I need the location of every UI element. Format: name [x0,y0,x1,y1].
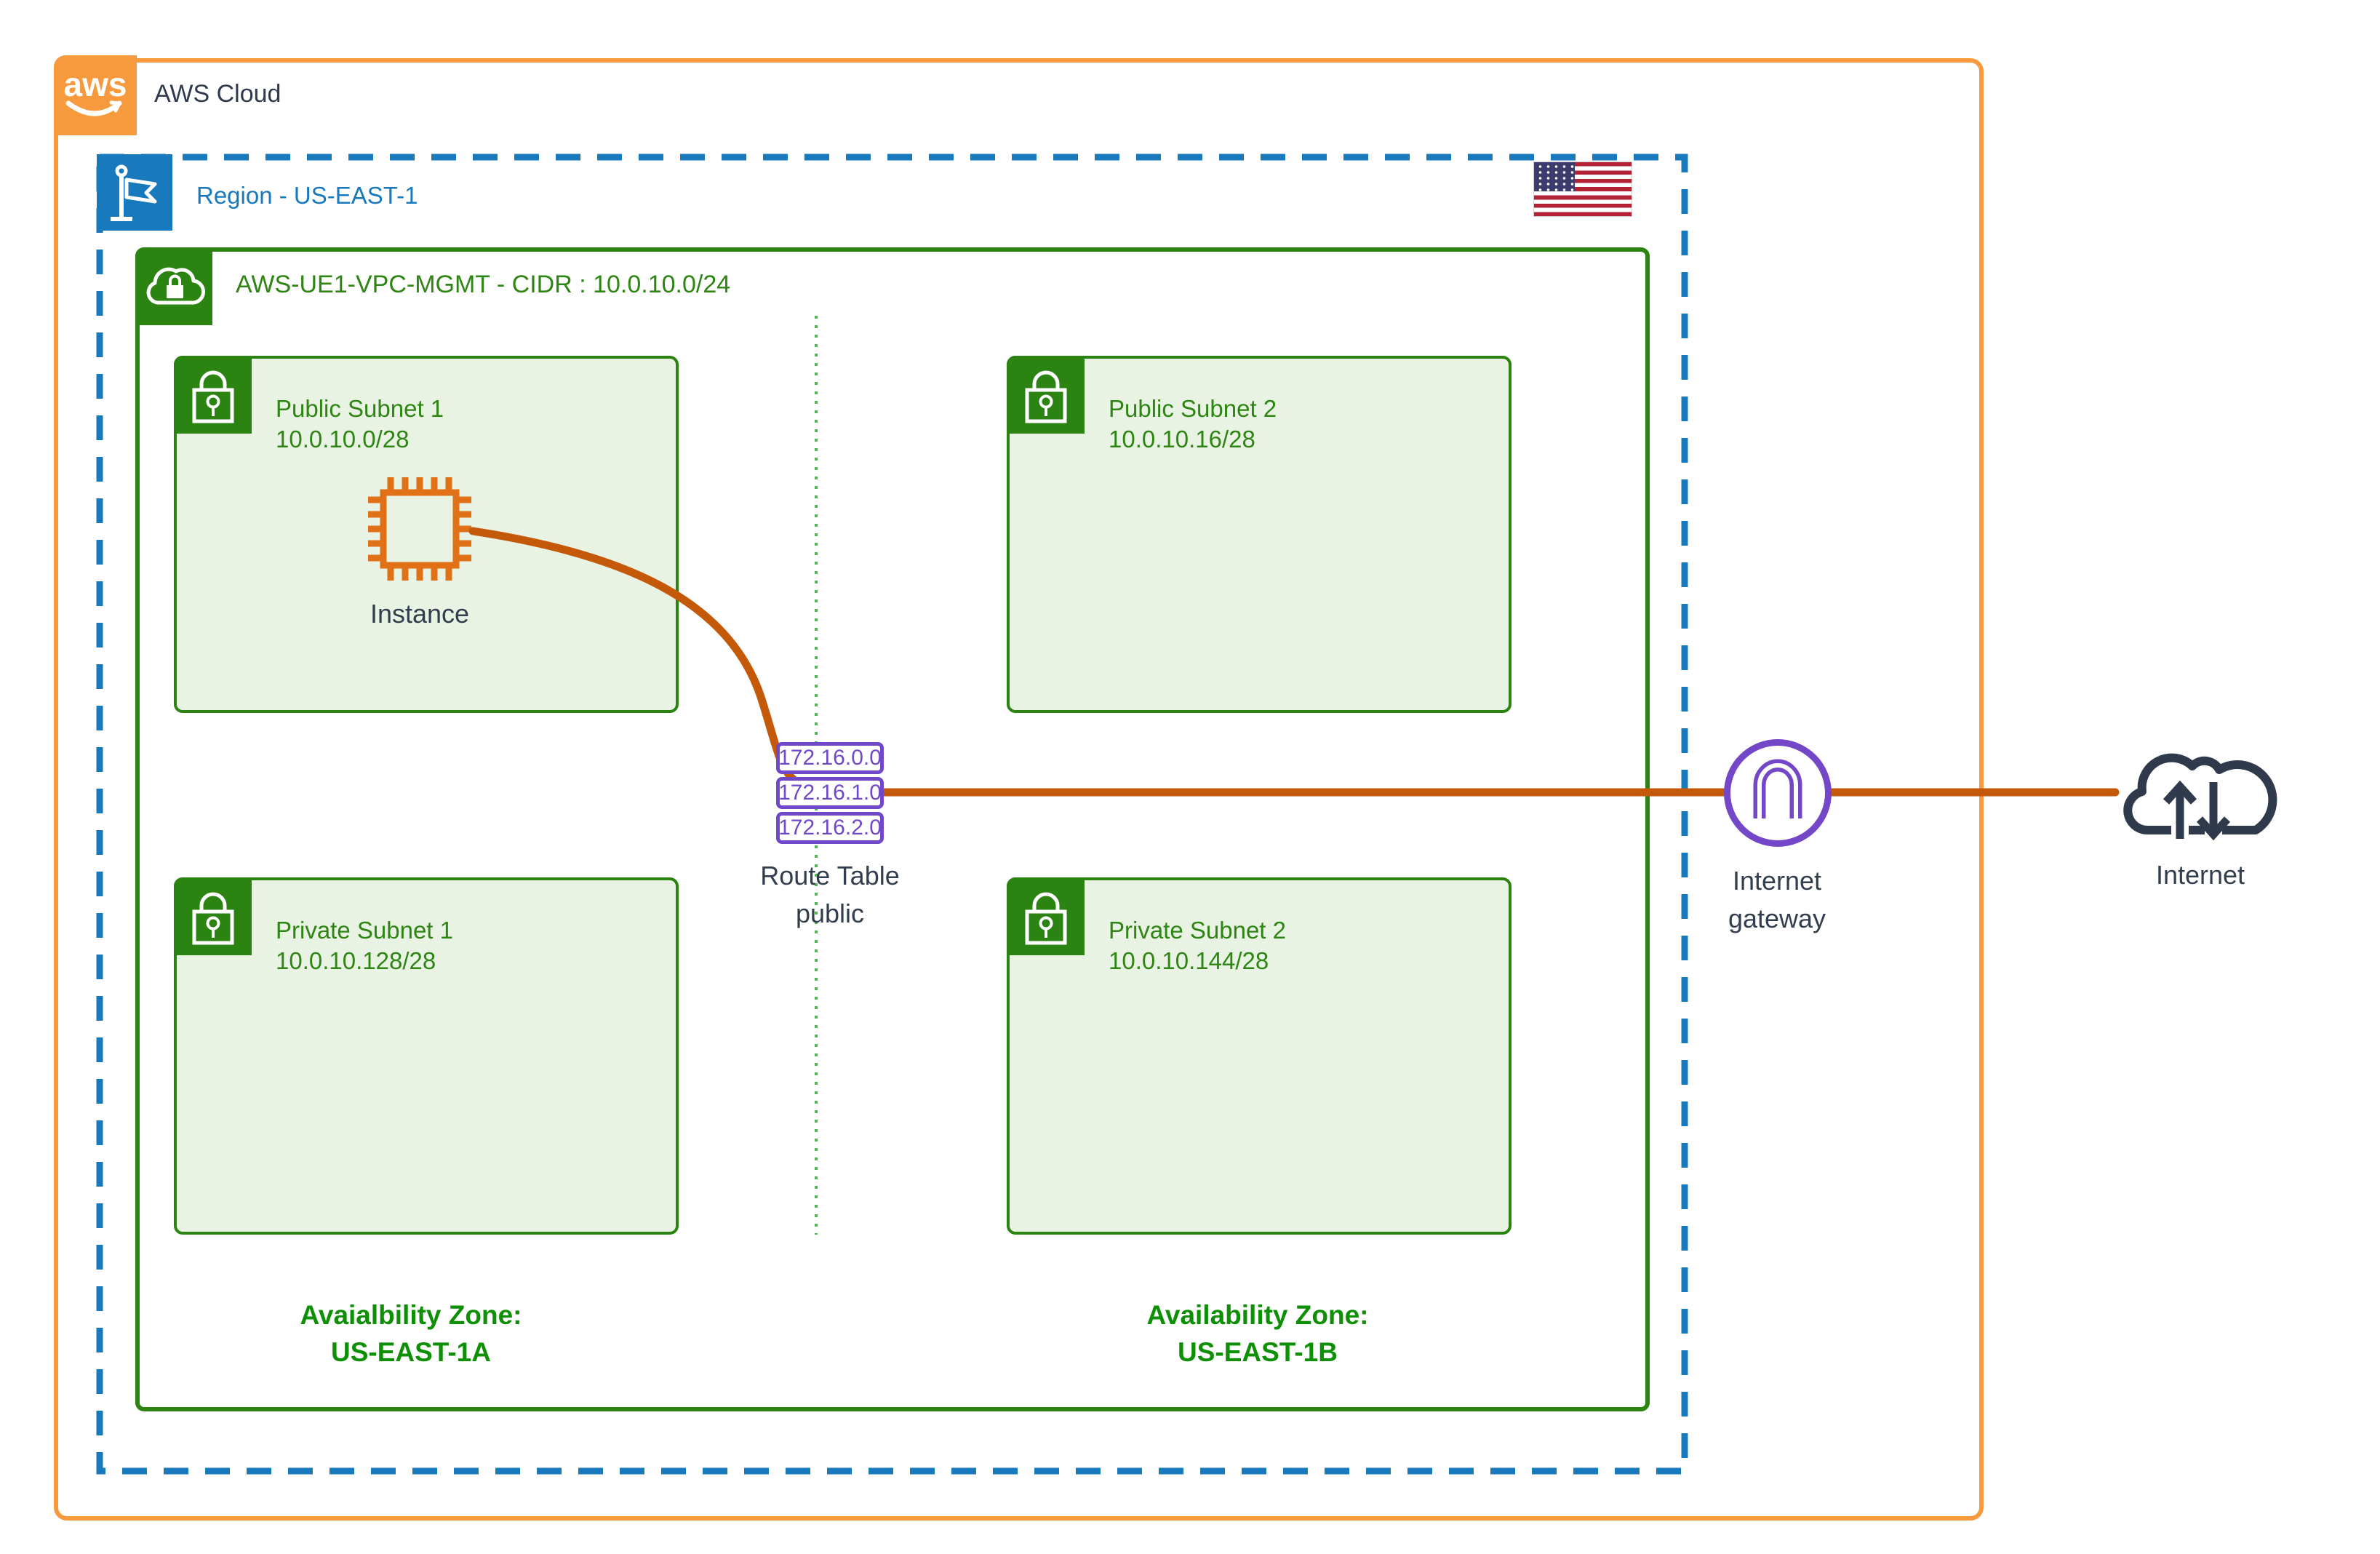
aws-logo-glyph: aws [64,65,127,116]
aws-logo-icon: aws [54,55,137,135]
route-table-label-line2: public [795,898,865,928]
route-table-label: Route Table public [703,857,957,933]
subnet-lock-icon [174,877,252,955]
subnet-cidr: 10.0.10.0/28 [276,426,410,453]
igw-label-line2: gateway [1728,904,1826,933]
subnet-cidr: 10.0.10.16/28 [1109,426,1255,453]
subnet-name: Private Subnet 2 [1109,917,1286,944]
availability-zone-a-label: Avaialbility Zone: US-EAST-1A [193,1296,629,1371]
flag-glyph [111,164,157,221]
az-a-line2: US-EAST-1A [331,1337,491,1367]
subnet-private-2: Private Subnet 2 10.0.10.144/28 [1007,877,1512,1235]
internet-label: Internet [2155,860,2245,890]
subnet-name: Public Subnet 2 [1109,395,1277,422]
instance-label: Instance [370,599,470,629]
instance-chip-icon [364,473,476,585]
subnet-lock-icon [174,356,252,434]
vpc-label: AWS-UE1-VPC-MGMT - CIDR : 10.0.10.0/24 [236,271,731,298]
subnet-lock-icon [1007,877,1085,955]
aws-logo-text: aws [64,65,127,103]
route-table-entry: 172.16.1.0 [776,777,884,809]
route-table-entry: 172.16.0.0 [776,742,884,774]
vpc-glyph [146,267,206,305]
subnet-cidr: 10.0.10.144/28 [1109,947,1269,974]
igw-label-line1: Internet [1732,866,1822,896]
route-table-entry: 172.16.2.0 [776,812,884,844]
subnet-lock-icon [1007,356,1085,434]
route-table-label-line1: Route Table [760,861,900,890]
internet-gateway-label: Internet gateway [1650,862,1904,938]
aws-cloud-label: AWS Cloud [154,80,281,108]
internet-cloud-icon [2109,731,2291,855]
us-flag-icon [1534,162,1632,216]
az-a-line1: Avaialbility Zone: [300,1300,522,1330]
az-b-line1: Availability Zone: [1146,1300,1369,1330]
subnet-cidr: 10.0.10.128/28 [276,947,436,974]
az-b-line2: US-EAST-1B [1178,1337,1338,1367]
region-flag-icon [97,154,172,231]
vpc-cloud-lock-icon [135,247,212,325]
subnet-public-2: Public Subnet 2 10.0.10.16/28 [1007,356,1512,713]
us-flag-canton [1534,162,1575,191]
subnet-name: Private Subnet 1 [276,917,453,944]
internet-gateway-icon [1724,739,1832,847]
availability-zone-b-label: Availability Zone: US-EAST-1B [1039,1296,1476,1371]
subnet-name: Public Subnet 1 [276,395,444,422]
region-label: Region - US-EAST-1 [196,182,418,209]
subnet-private-1: Private Subnet 1 10.0.10.128/28 [174,877,679,1235]
